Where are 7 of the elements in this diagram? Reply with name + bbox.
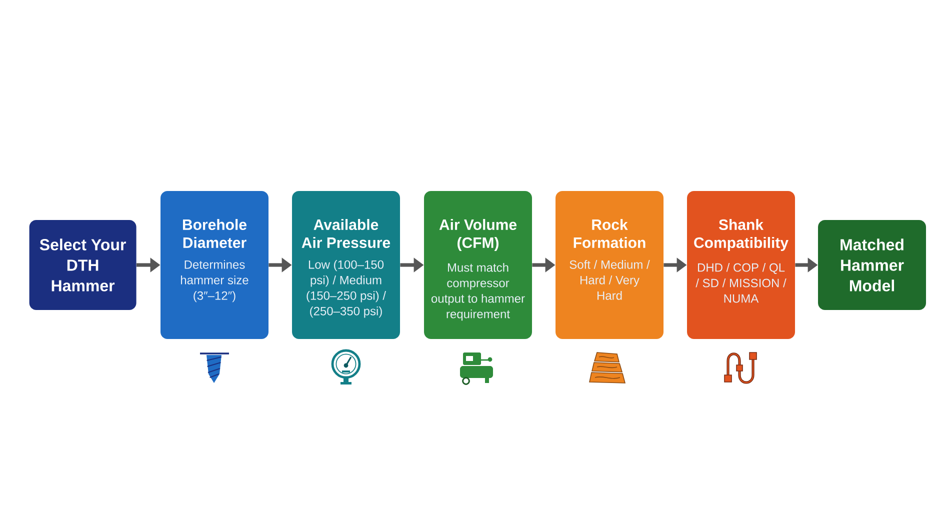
process-box: Borehole Diameter Determines hammer size (3″–12″) — [160, 191, 268, 339]
process-box: Select Your DTH Hammer — [29, 220, 136, 310]
process-box: Matched Hammer Model — [818, 220, 926, 310]
process-box: Rock Formation Soft / Medium / Hard / Very Hard — [556, 191, 664, 339]
process-box: Air Volume (CFM) Must match compressor output to hammer requirement — [424, 191, 532, 339]
process-box: Shank Compatibility DHD / COP / QL / SD / MISSION / NUMA — [687, 191, 795, 339]
process-box: Available Air Pressure Low (100–150 psi) / Medium (150–250 psi) / (250–350 psi) — [292, 191, 400, 339]
